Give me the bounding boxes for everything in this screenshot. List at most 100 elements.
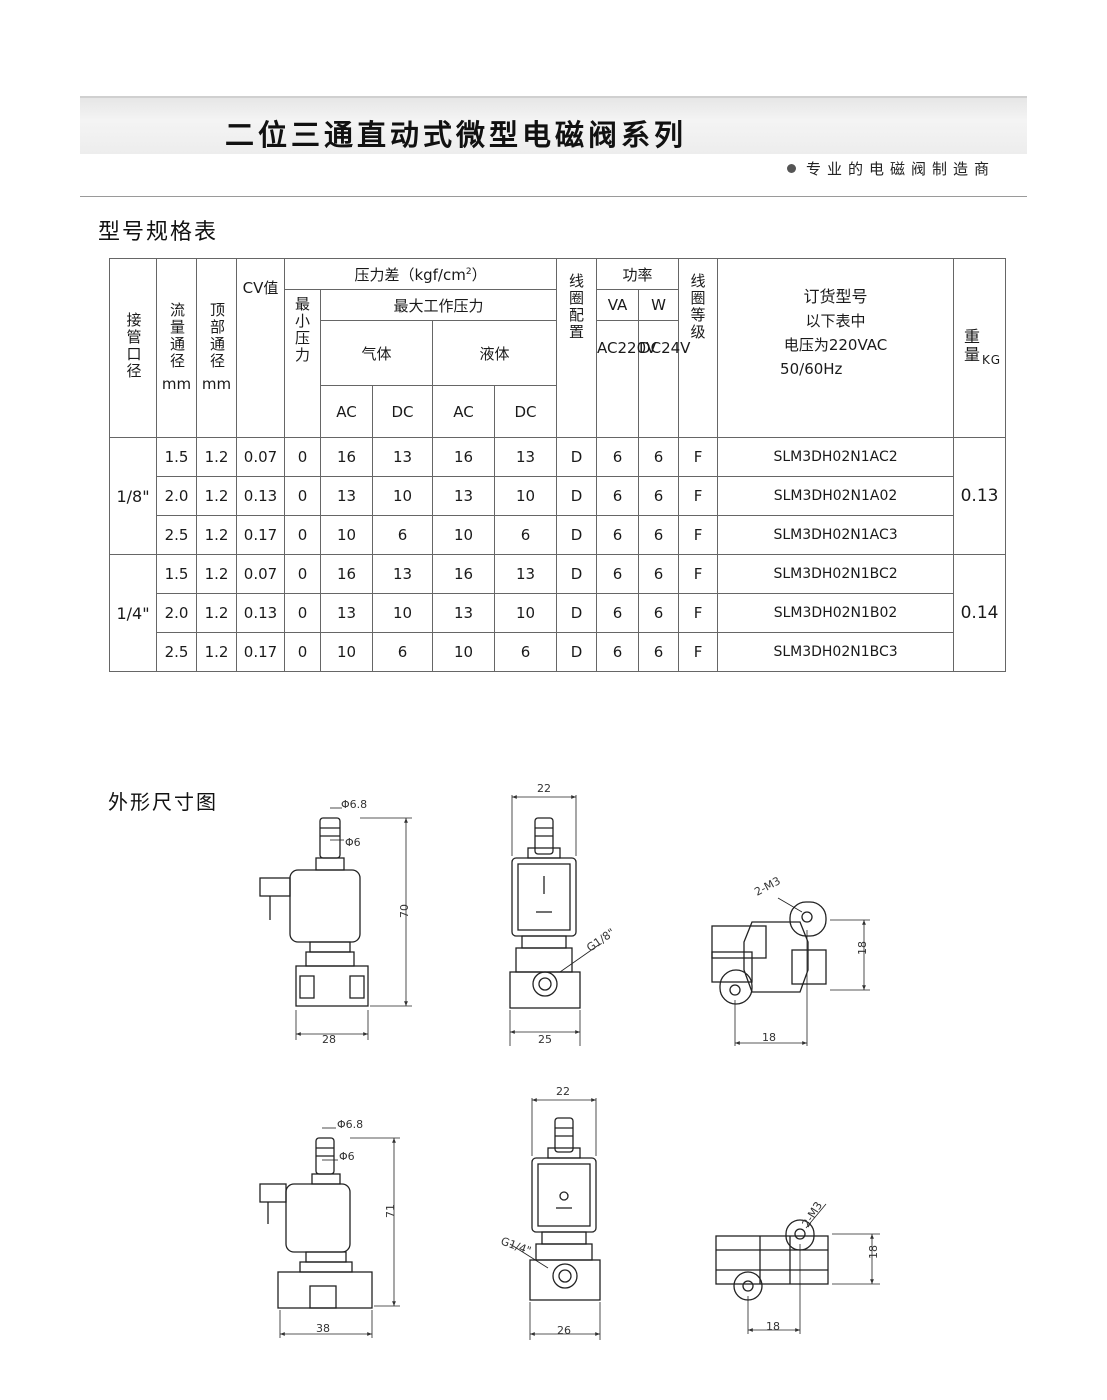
dim-height: 70: [398, 904, 411, 918]
cell-min: 0: [284, 632, 321, 672]
dim-hole-spacing: 18: [762, 1031, 776, 1044]
cell-liquid-ac: 13: [432, 593, 495, 633]
weight-value: 0.13: [953, 437, 1006, 555]
dim-depth: 18: [856, 941, 869, 955]
table-row: 1/4" 1.5 1.2 0.07 0 16 13 16 13 D 6 6 F …: [109, 554, 1006, 672]
header-dc24: DC24V: [638, 320, 690, 438]
cell-model: SLM3DH02N1B02: [717, 593, 955, 633]
dim-phi-outer-2: Φ6.8: [337, 1118, 363, 1131]
drawing-top-view-1-4: [715, 1203, 880, 1334]
dim-phi-inner: Φ6: [345, 836, 361, 849]
drawing-front-view-1-8: [509, 795, 601, 1046]
header-ac220: AC220V: [596, 320, 656, 438]
cell-model: SLM3DH02N1A02: [717, 476, 955, 516]
cell-flow: 2.5: [156, 632, 197, 672]
header-min-pressure: 最小压力: [284, 289, 321, 438]
cell-model: SLM3DH02N1AC3: [717, 515, 955, 555]
header-gas-ac: AC: [320, 385, 373, 438]
cell-liquid-dc: 6: [493, 632, 558, 672]
cell-liquid-ac: 16: [432, 437, 495, 477]
cell-liquid-ac: 13: [432, 476, 495, 516]
drawing-side-view-1-4: [259, 1127, 400, 1338]
header-coil: 线圈配置: [556, 258, 598, 438]
cell-cv: 0.13: [236, 476, 285, 516]
cell-va: 6: [596, 554, 640, 594]
cell-cv: 0.07: [236, 437, 285, 477]
cell-va: 6: [596, 515, 640, 555]
weight-value: 0.14: [953, 554, 1006, 672]
cell-flow: 2.0: [156, 593, 197, 633]
cell-liquid-dc: 6: [493, 515, 558, 555]
page-subtitle: 专业的电磁阀制造商: [786, 158, 995, 179]
cell-coil: D: [556, 515, 598, 555]
table-row: 2.5 1.2 0.17 0 10 6 10 6 D 6 6 F SLM3DH0…: [110, 515, 1006, 555]
cell-top: 1.2: [196, 476, 237, 516]
table-row: 2.0 1.2 0.13 0 13 10 13 10 D 6 6 F SLM3D…: [110, 476, 1006, 516]
dim-hole-spacing-2: 18: [766, 1320, 780, 1333]
cell-cv: 0.13: [236, 593, 285, 633]
dim-top-width-2: 22: [556, 1085, 570, 1098]
header-gas: 气体: [320, 320, 433, 386]
cell-gas-ac: 13: [320, 593, 373, 633]
cell-flow: 1.5: [156, 437, 197, 477]
cell-grade: F: [678, 437, 719, 477]
table-row: 2.0 1.2 0.13 0 13 10 13 10 D 6 6 F SLM3D…: [110, 593, 1006, 633]
cell-coil: D: [556, 554, 598, 594]
cell-min: 0: [284, 476, 321, 516]
dim-mount-holes: 2-M3: [752, 874, 782, 898]
subtitle-text: 专业的电磁阀制造商: [805, 160, 995, 178]
cell-gas-ac: 10: [320, 632, 373, 672]
header-liquid-dc: DC: [493, 385, 558, 438]
cell-va: 6: [596, 437, 640, 477]
drawing-top-view-1-8: [711, 897, 870, 1046]
cell-min: 0: [284, 515, 321, 555]
section-title-spec: 型号规格表: [98, 220, 219, 245]
cell-coil: D: [556, 632, 598, 672]
header-pressure: 压力差（kgf/cm2）: [283, 258, 558, 290]
table-row: 1/8" 1.5 1.2 0.07 0 16 13 16 13 D 6 6 F …: [109, 437, 1006, 555]
cell-liquid-ac: 10: [432, 515, 495, 555]
cell-coil: D: [556, 593, 598, 633]
drawing-side-view-1-8: [259, 807, 412, 1040]
cell-top: 1.2: [196, 437, 237, 477]
drawing-front-view-1-4: [509, 1098, 601, 1340]
cell-gas-dc: 13: [372, 554, 433, 594]
cell-liquid-dc: 13: [493, 437, 558, 477]
cell-model: SLM3DH02N1BC2: [717, 554, 955, 594]
cell-gas-dc: 6: [372, 632, 433, 672]
cell-va: 6: [596, 593, 640, 633]
cell-w: 6: [638, 593, 680, 633]
dim-depth-2: 18: [867, 1245, 880, 1259]
dim-base-width-2: 26: [557, 1324, 571, 1337]
cell-cv: 0.17: [236, 632, 285, 672]
dim-mount-holes-2: 2-M3: [800, 1199, 826, 1229]
dim-height-2: 71: [384, 1204, 397, 1218]
header-w: W: [638, 289, 680, 321]
cell-model: SLM3DH02N1AC2: [717, 437, 955, 477]
cell-grade: F: [678, 593, 719, 633]
cell-liquid-dc: 10: [493, 593, 558, 633]
cell-liquid-dc: 10: [493, 476, 558, 516]
cell-min: 0: [284, 593, 321, 633]
cell-model: SLM3DH02N1BC3: [717, 632, 955, 672]
cell-liquid-ac: 10: [432, 632, 495, 672]
cell-gas-ac: 16: [320, 554, 373, 594]
page-title: 二位三通直动式微型电磁阀系列: [225, 118, 688, 152]
dim-phi-outer: Φ6.8: [341, 798, 367, 811]
table-row: 2.5 1.2 0.17 0 10 6 10 6 D 6 6 F SLM3DH0…: [110, 632, 1006, 672]
cell-top: 1.2: [196, 554, 237, 594]
dim-width: 28: [322, 1033, 336, 1046]
cell-cv: 0.17: [236, 515, 285, 555]
bullet-dot-icon: [786, 164, 796, 173]
header-divider: [80, 196, 1027, 197]
cell-grade: F: [678, 515, 719, 555]
dim-thread-2: G1/4": [499, 1235, 533, 1258]
cell-w: 6: [638, 476, 680, 516]
cell-grade: F: [678, 632, 719, 672]
header-liquid-ac: AC: [432, 385, 495, 438]
dim-phi-inner-2: Φ6: [339, 1150, 355, 1163]
